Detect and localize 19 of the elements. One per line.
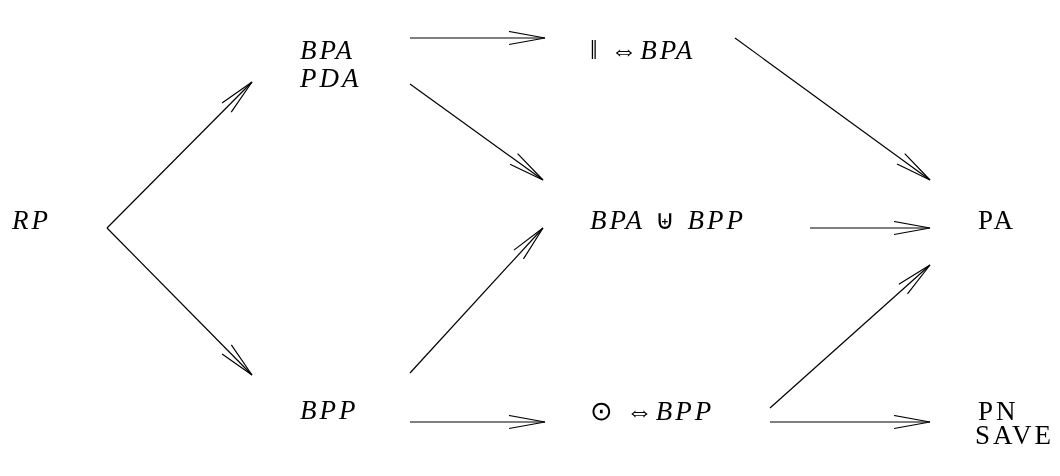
arrow: [809, 220, 931, 236]
arrow: [409, 83, 544, 181]
math-term: BPP: [252, 372, 410, 432]
math-term: PA: [930, 176, 1030, 268]
math-term: PDA: [252, 64, 410, 102]
text-label: SAVE: [975, 421, 1055, 449]
arrow: [409, 227, 544, 374]
math-term: BPA: [252, 26, 410, 64]
arrow: [409, 30, 546, 46]
arrow: [769, 414, 931, 430]
math-term: ⊙ ⇔BPP: [545, 395, 770, 429]
math-term: ‖ ⇔BPA: [545, 26, 735, 66]
math-term: BPA ⊎ BPP: [543, 176, 810, 236]
math-term: RP: [5, 200, 107, 240]
arrow: [106, 81, 253, 229]
arrow: [734, 37, 931, 181]
arrow: [106, 227, 253, 376]
arrow: [409, 414, 546, 430]
arrow: [769, 264, 931, 409]
